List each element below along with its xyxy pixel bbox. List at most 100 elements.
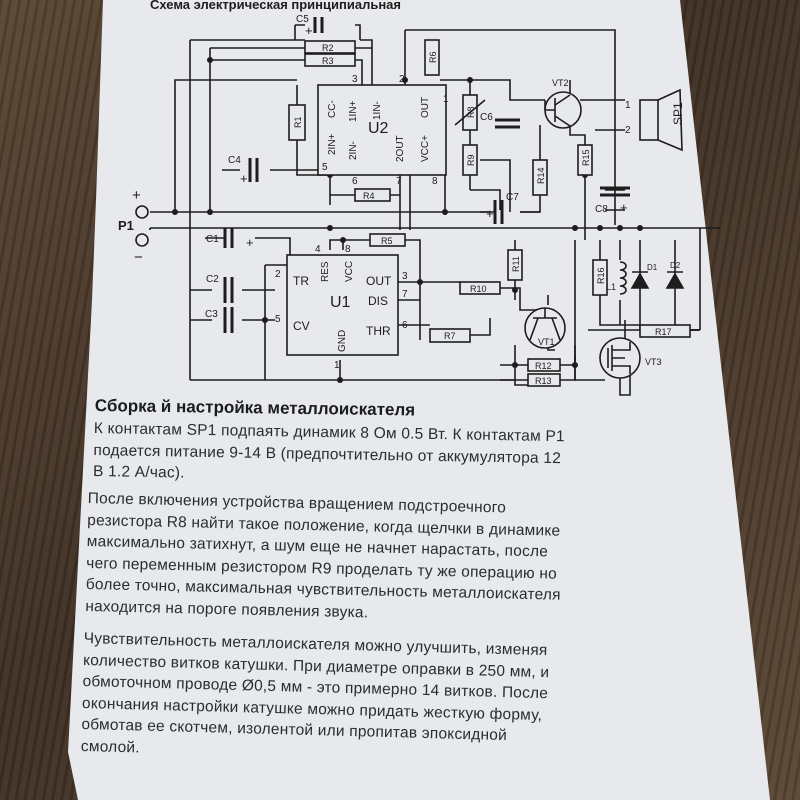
resistor-r14: R14 xyxy=(532,159,548,196)
svg-text:6: 6 xyxy=(352,176,358,187)
capacitor-c3: C3 xyxy=(205,307,234,333)
resistor-r12: R12 xyxy=(527,358,561,372)
svg-text:CC-: CC- xyxy=(327,100,338,118)
svg-text:2OUT: 2OUT xyxy=(395,135,406,162)
paragraph-1: К контактам SP1 подпаять динамик 8 Ом 0.… xyxy=(93,418,565,491)
svg-text:C4: C4 xyxy=(228,155,241,166)
svg-text:L1: L1 xyxy=(606,282,616,292)
capacitor-c8: C8+ xyxy=(595,186,630,215)
svg-text:R4: R4 xyxy=(363,191,375,201)
svg-text:R14: R14 xyxy=(536,167,546,184)
diode-d2: D2 xyxy=(665,261,685,289)
svg-text:R9: R9 xyxy=(466,154,476,166)
svg-text:VCC+: VCC+ xyxy=(420,135,431,162)
resistor-r17: R17 xyxy=(639,324,691,338)
schematic-title: Схема электрическая принципиальная xyxy=(150,0,401,12)
svg-text:8: 8 xyxy=(345,244,351,255)
svg-text:R11: R11 xyxy=(511,256,521,272)
svg-text:1: 1 xyxy=(443,94,449,105)
svg-text:2IN+: 2IN+ xyxy=(327,133,338,155)
svg-text:R17: R17 xyxy=(655,327,672,337)
svg-text:+: + xyxy=(246,235,254,250)
svg-text:2: 2 xyxy=(275,269,281,280)
svg-text:OUT: OUT xyxy=(420,97,431,118)
svg-text:2IN-: 2IN- xyxy=(348,141,359,160)
wires xyxy=(149,24,720,396)
svg-text:1IN-: 1IN- xyxy=(372,101,383,120)
svg-text:7: 7 xyxy=(402,289,408,300)
svg-text:+: + xyxy=(305,23,313,38)
transistor-vt3: VT3 xyxy=(599,337,662,379)
svg-text:C6: C6 xyxy=(480,112,493,123)
coil-l1: L1 xyxy=(606,261,627,295)
resistor-r4: R4 xyxy=(354,188,391,202)
connector-p1: P1 + − xyxy=(118,187,149,266)
ic-u2: U2 2IN+ 2IN- 1IN- 1IN+ CC- 2OUT VCC+ OUT… xyxy=(317,74,449,187)
svg-text:VT3: VT3 xyxy=(645,357,662,367)
svg-text:2: 2 xyxy=(625,125,631,136)
svg-text:DIS: DIS xyxy=(368,294,388,308)
svg-text:4: 4 xyxy=(315,244,321,255)
svg-text:C2: C2 xyxy=(206,274,219,285)
ic-u1: U1 TR RES VCC OUT DIS CV GND THR 4 8 2 3… xyxy=(275,244,408,371)
resistor-r7: R7 xyxy=(429,328,471,343)
svg-text:R12: R12 xyxy=(535,361,552,371)
svg-text:C8: C8 xyxy=(595,204,608,215)
svg-text:R7: R7 xyxy=(444,331,456,341)
svg-text:GND: GND xyxy=(337,330,348,352)
capacitor-c1: C1 + xyxy=(206,228,254,250)
resistor-r6: R6 xyxy=(424,39,440,76)
paragraph-2: После включения устройства вращением под… xyxy=(85,488,563,628)
resistor-r8: R8 xyxy=(454,94,486,131)
resistor-r9: R9 xyxy=(462,144,478,176)
svg-text:R16: R16 xyxy=(596,267,606,284)
svg-text:+: + xyxy=(132,187,141,204)
svg-text:R15: R15 xyxy=(581,149,591,166)
svg-text:5: 5 xyxy=(275,314,281,325)
capacitors: C1+ C2 C3 C4+ C5+ C6 C7+ C8+ xyxy=(205,14,630,333)
capacitor-c4: C4 + xyxy=(228,155,259,186)
svg-text:+: + xyxy=(240,171,248,186)
svg-text:7: 7 xyxy=(396,176,402,187)
svg-text:VT1: VT1 xyxy=(538,337,555,347)
svg-text:RES: RES xyxy=(320,261,331,282)
capacitor-c2: C2 xyxy=(206,274,234,303)
svg-text:1IN+: 1IN+ xyxy=(348,100,359,122)
svg-text:+: + xyxy=(486,206,494,221)
svg-text:R13: R13 xyxy=(535,376,552,386)
svg-text:C5: C5 xyxy=(296,14,309,25)
svg-text:2: 2 xyxy=(399,74,405,85)
svg-text:R3: R3 xyxy=(322,56,334,66)
resistor-r15: R15 xyxy=(577,144,593,176)
svg-text:P1: P1 xyxy=(118,218,134,233)
svg-text:CV: CV xyxy=(293,319,310,333)
resistor-r5: R5 xyxy=(369,233,406,247)
capacitor-c5: C5+ xyxy=(296,14,324,38)
svg-text:C3: C3 xyxy=(205,309,218,320)
svg-text:1: 1 xyxy=(334,360,340,371)
svg-text:SP1: SP1 xyxy=(671,102,685,125)
svg-text:−: − xyxy=(134,249,143,266)
svg-text:OUT: OUT xyxy=(366,274,392,288)
svg-text:6: 6 xyxy=(402,320,408,331)
svg-text:8: 8 xyxy=(432,176,438,187)
svg-text:THR: THR xyxy=(366,324,391,338)
resistor-r16: R16 xyxy=(592,259,608,296)
svg-text:C1: C1 xyxy=(206,234,219,245)
diode-d1: D1 xyxy=(630,263,658,289)
svg-text:R5: R5 xyxy=(381,236,393,246)
svg-text:R10: R10 xyxy=(470,284,487,294)
resistor-r3: R3 xyxy=(304,53,356,67)
svg-text:3: 3 xyxy=(402,271,408,282)
svg-text:D2: D2 xyxy=(670,261,681,270)
svg-text:D1: D1 xyxy=(647,263,658,272)
capacitor-c7: C7 + xyxy=(486,192,519,224)
svg-text:VCC: VCC xyxy=(344,261,355,282)
resistor-r2: R2 xyxy=(304,40,356,54)
resistor-r1: R1 xyxy=(288,104,306,141)
resistor-r10: R10 xyxy=(459,281,501,295)
svg-text:C7: C7 xyxy=(506,192,519,203)
svg-text:5: 5 xyxy=(322,162,328,173)
transistor-vt2: VT2 xyxy=(544,78,582,129)
